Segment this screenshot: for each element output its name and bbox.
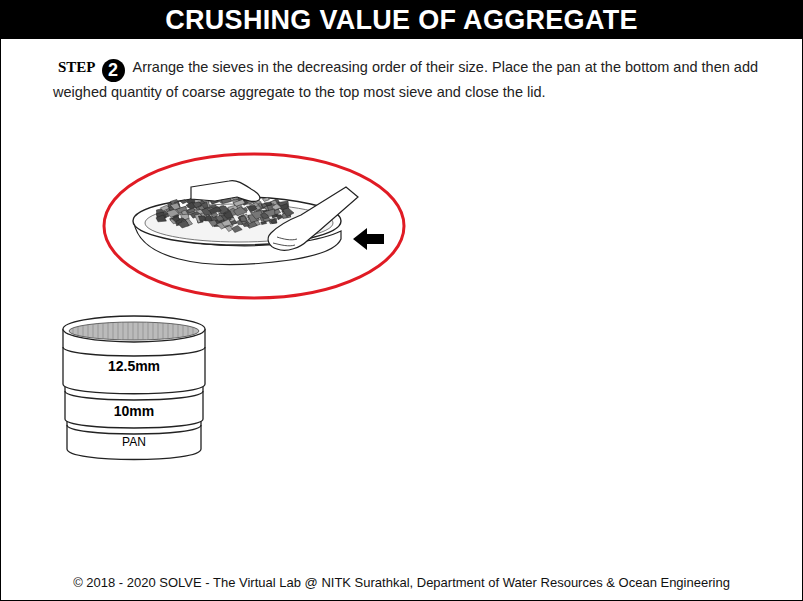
sieve-label: 12.5mm	[108, 358, 160, 374]
aggregate-stone	[195, 214, 206, 223]
aggregate-stone	[222, 219, 233, 226]
aggregate-stone	[247, 205, 257, 212]
title-bar: CRUSHING VALUE OF AGGREGATE	[1, 1, 802, 39]
sieve-rings	[63, 347, 205, 434]
mesh-line	[173, 324, 174, 338]
aggregate-stone	[180, 200, 186, 204]
mesh-line	[108, 323, 109, 339]
mesh-line	[183, 325, 184, 337]
sieve-stack	[63, 316, 205, 460]
aggregate-stone	[178, 220, 189, 228]
left-hand	[191, 181, 260, 202]
mesh-line	[78, 326, 79, 335]
pointer-arrow	[353, 228, 384, 250]
mesh-line	[103, 323, 104, 339]
aggregate-stone	[187, 208, 195, 213]
aggregate-stone	[156, 215, 166, 222]
mesh-line	[148, 322, 149, 340]
step-instruction: Arrange the sieves in the decreasing ord…	[53, 59, 758, 100]
mesh-line	[88, 325, 89, 338]
copyright-note: © 2018 - 2020 SOLVE - The Virtual Lab @ …	[1, 575, 802, 590]
mesh-line	[83, 325, 84, 336]
mesh-line	[178, 324, 179, 337]
aggregate-stone	[224, 211, 234, 219]
sieve-label: PAN	[122, 435, 146, 449]
mesh-line	[93, 324, 94, 338]
mesh-lines	[73, 322, 193, 340]
aggregate-stone	[243, 222, 249, 226]
mesh-line	[73, 328, 74, 334]
mesh-line	[118, 322, 119, 339]
aggregate-stone	[233, 199, 245, 206]
aggregate-stone	[209, 207, 222, 214]
aggregate-stone	[160, 205, 169, 211]
sieve-rim	[63, 316, 205, 342]
mesh-line	[138, 322, 139, 340]
mesh-line	[98, 324, 99, 339]
aggregate-stone	[182, 210, 189, 215]
aggregate-stone	[198, 206, 204, 211]
aggregate-stone	[198, 216, 205, 222]
mesh-line	[123, 322, 124, 340]
title-text: CRUSHING VALUE OF AGGREGATE	[165, 5, 638, 36]
sieve-band: 12.5mm	[65, 353, 203, 379]
mesh-line	[143, 322, 144, 340]
aggregate-stone	[234, 207, 248, 216]
mesh-line	[163, 323, 164, 339]
aggregate-stone	[215, 215, 224, 221]
aggregate-stone	[262, 204, 267, 208]
step-number-circle: 2	[102, 59, 125, 82]
right-hand	[268, 187, 358, 250]
mesh-line	[158, 323, 159, 340]
aggregate-stone	[283, 208, 294, 217]
mesh-line	[133, 322, 134, 340]
aggregate-stone	[263, 209, 275, 217]
aggregate-stone	[261, 221, 267, 224]
mesh-line	[193, 327, 194, 335]
aggregate-stone	[172, 216, 180, 221]
sieve-band: PAN	[69, 433, 199, 451]
finger-lines	[273, 237, 297, 246]
sieve-band: 10mm	[67, 401, 201, 421]
mesh-line	[113, 323, 114, 340]
aggregate-stone	[232, 225, 243, 232]
mesh-line	[168, 323, 169, 338]
aggregate-stone	[276, 215, 283, 220]
sieve-mesh	[69, 322, 199, 340]
aggregate-stone	[271, 219, 277, 224]
step-label: STEP	[58, 59, 96, 75]
aggregate-stone	[262, 197, 269, 201]
aggregate-stone	[170, 203, 180, 210]
highlight-ellipse	[104, 154, 404, 298]
mesh-line	[188, 326, 189, 336]
step-number: 2	[108, 60, 118, 80]
mesh-line	[128, 322, 129, 340]
aggregate-stone	[240, 216, 247, 222]
mesh-line	[153, 322, 154, 339]
step-paragraph: STEP 2Arrange the sieves in the decreasin…	[53, 57, 775, 102]
aggregate-stone	[167, 209, 179, 217]
sieve-label: 10mm	[114, 403, 154, 419]
